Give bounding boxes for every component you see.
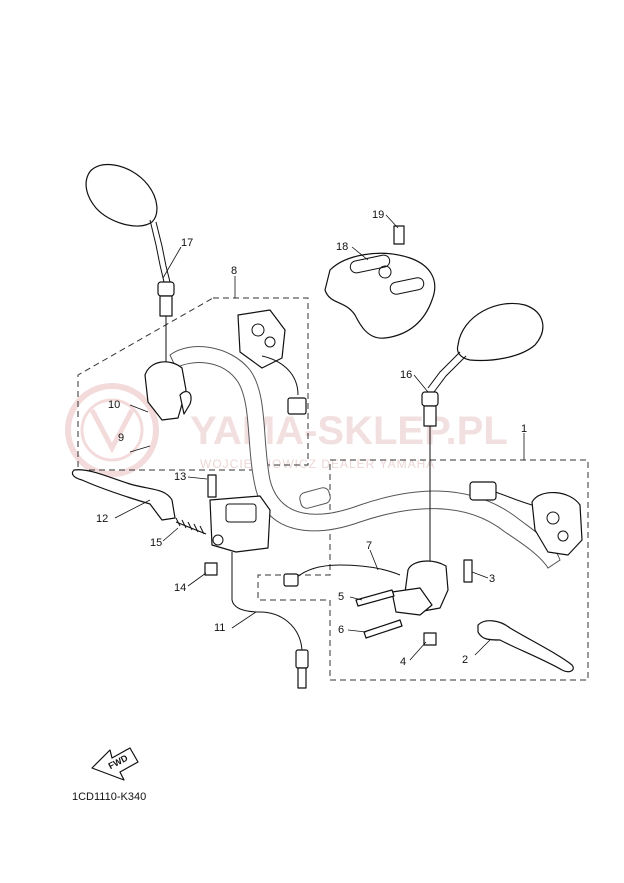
group-box-1	[257, 459, 589, 681]
handlebar-cover	[324, 225, 436, 339]
right-brake-lever	[477, 620, 574, 673]
callout-11: 11	[214, 622, 225, 634]
callout-16: 16	[400, 369, 412, 381]
watermark-title: YAMA-SKLEP.PL	[190, 409, 508, 453]
callout-7: 7	[366, 540, 372, 552]
diagram-code: 1CD1110-K340	[72, 791, 146, 803]
handlebar	[169, 346, 561, 569]
callout-12: 12	[96, 513, 108, 525]
left-brake-lever	[71, 469, 176, 521]
leader-lines	[114, 214, 525, 661]
left-switch-assembly	[144, 309, 307, 421]
callout-19: 19	[372, 209, 384, 221]
right-switch-assembly	[469, 481, 583, 556]
left-master-cylinder	[175, 474, 309, 689]
callout-13: 13	[174, 471, 186, 483]
callout-18: 18	[336, 241, 348, 253]
right-mirror	[421, 302, 544, 562]
callout-2: 2	[462, 654, 468, 666]
left-mirror	[85, 163, 175, 365]
callout-4: 4	[400, 656, 406, 668]
callout-17: 17	[181, 237, 193, 249]
fwd-arrow-icon: FWD	[91, 747, 139, 781]
right-lever-holder	[283, 559, 473, 646]
callout-10: 10	[108, 399, 120, 411]
watermark-logo	[65, 383, 159, 477]
callout-9: 9	[118, 432, 124, 444]
callout-5: 5	[338, 591, 344, 603]
watermark-subtitle: WOJCIECHOWICZ DEALER YAMAHA	[200, 457, 435, 471]
callouts: 1 2 3 4 5 6 7 8 9 10 11 12 13 14 15 16 1…	[96, 209, 527, 668]
callout-15: 15	[150, 537, 162, 549]
callout-3: 3	[489, 573, 495, 585]
callout-1: 1	[521, 423, 527, 435]
callout-14: 14	[174, 582, 186, 594]
callout-6: 6	[338, 624, 344, 636]
watermark: YAMA-SKLEP.PL WOJCIECHOWICZ DEALER YAMAH…	[65, 383, 508, 477]
callout-8: 8	[231, 265, 237, 277]
